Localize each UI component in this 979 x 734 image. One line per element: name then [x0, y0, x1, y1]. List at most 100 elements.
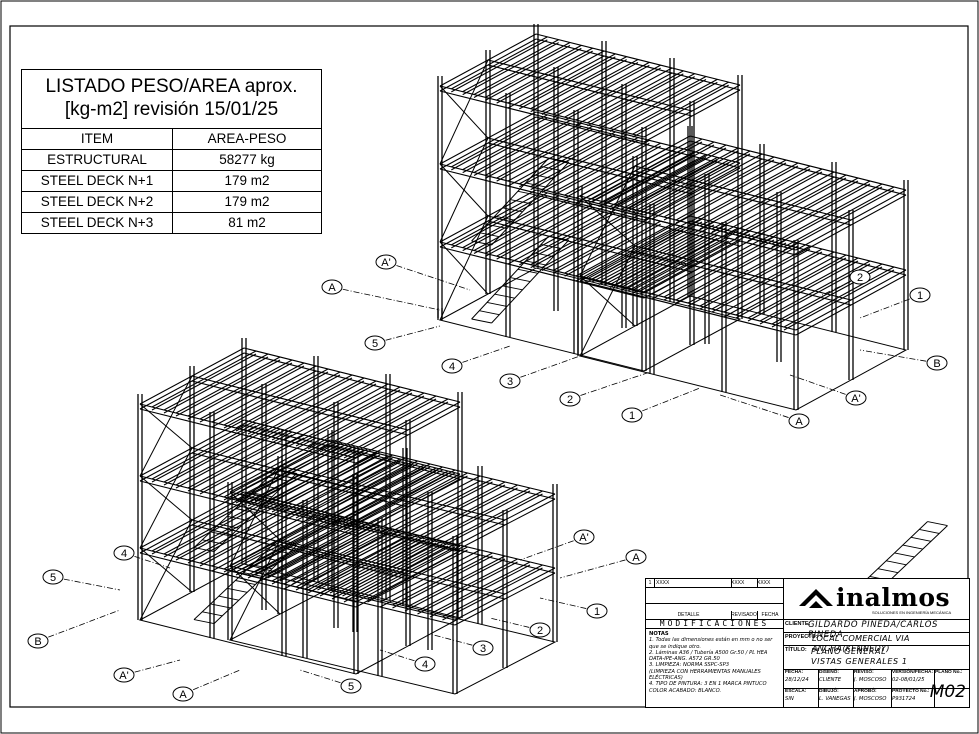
joist — [485, 44, 582, 98]
titulo-label: TÍTULO: — [785, 647, 807, 653]
joist — [519, 53, 616, 107]
joist — [442, 564, 543, 618]
joist — [598, 76, 695, 130]
stair-tread — [886, 560, 907, 566]
girder — [139, 496, 245, 554]
joist — [279, 451, 381, 505]
joist — [609, 157, 707, 210]
axis-marker-label: 1 — [917, 290, 923, 302]
girder — [211, 370, 317, 428]
girder — [355, 406, 461, 464]
joist — [771, 186, 883, 248]
table-row: STEEL DECK N+3 81 m2 — [22, 213, 321, 233]
girder — [795, 194, 907, 256]
stair-tread — [471, 240, 492, 246]
title-block: 1 XXXX XXXX XXXX DETALLE REVISADO FECHA … — [645, 578, 970, 708]
stair-stringer — [491, 239, 570, 324]
axis-marker-label: 3 — [507, 376, 513, 388]
stair-tread — [260, 484, 281, 490]
joist — [519, 56, 616, 110]
joist — [663, 156, 775, 218]
joist — [271, 380, 377, 438]
joist — [417, 487, 518, 541]
girder — [439, 116, 537, 170]
axis-marker-label: 2 — [567, 394, 573, 406]
joist — [451, 195, 548, 249]
axis-line — [509, 355, 581, 382]
joist — [639, 233, 751, 295]
joist — [242, 445, 343, 499]
fecha-value: 28/12/24 — [785, 677, 809, 683]
girder — [507, 128, 605, 182]
joist — [163, 356, 269, 414]
joist — [621, 81, 718, 135]
joist — [564, 223, 661, 277]
row-item: STEEL DECK N+2 — [22, 192, 173, 212]
notes-label: NOTAS — [649, 631, 669, 637]
joist — [151, 350, 257, 408]
joist — [632, 237, 729, 291]
note-line: que se indique otro. — [649, 643, 702, 650]
girder — [579, 220, 691, 282]
joist — [747, 257, 859, 319]
girder — [579, 280, 797, 336]
table-row: STEEL DECK N+2 179 m2 — [22, 192, 321, 213]
joist — [307, 389, 413, 447]
girder — [211, 442, 317, 500]
row-value: 179 m2 — [224, 194, 270, 209]
joist — [279, 454, 381, 508]
joist — [675, 162, 787, 224]
axis-marker — [499, 373, 521, 389]
joist — [615, 224, 727, 286]
stair-tread — [494, 215, 515, 221]
girder — [575, 72, 673, 126]
girder — [634, 250, 852, 306]
stair-tread — [517, 268, 539, 274]
row-value: 81 m2 — [228, 215, 266, 230]
joist — [292, 531, 393, 585]
reviso-label: REVISÓ: — [854, 670, 874, 675]
stair-tread — [502, 285, 523, 291]
axis-line — [451, 345, 511, 367]
joist — [247, 518, 353, 576]
proyecto-value: LOCAL COMERCIAL VIA ANCHA(KENNEDY) — [812, 633, 910, 653]
joist — [553, 139, 650, 193]
joist — [317, 463, 418, 517]
joist — [235, 374, 341, 432]
joist — [496, 128, 593, 182]
joist — [564, 145, 661, 199]
aprobo-value: J. MOSCOSO — [854, 696, 887, 702]
girder — [487, 64, 693, 117]
stair-tread — [218, 523, 239, 529]
joist — [496, 203, 593, 257]
inner-border — [9, 25, 969, 708]
stair-tread — [227, 515, 248, 521]
girder — [229, 496, 456, 552]
axis-marker — [42, 569, 64, 585]
stair-tread — [494, 293, 515, 299]
stair-stringer — [491, 161, 570, 246]
joist — [331, 395, 437, 453]
brace — [579, 275, 636, 327]
axis-marker — [788, 413, 810, 429]
aprobo-label: APROBÓ: — [854, 689, 877, 694]
joist — [187, 359, 293, 417]
joist — [451, 114, 548, 168]
joist — [735, 174, 847, 236]
joist — [591, 138, 703, 200]
girder — [139, 424, 245, 482]
plano-label: PLANO No.: — [935, 670, 963, 675]
note-line: 1. Todas las dimensiones están en mm o n… — [649, 637, 773, 644]
stair-tread — [533, 252, 554, 258]
joist — [329, 463, 431, 517]
escala-label: ESCALA: — [785, 689, 807, 694]
joist — [603, 141, 715, 203]
joist — [254, 522, 356, 576]
joist — [564, 64, 661, 118]
stair-tread — [533, 174, 554, 180]
joist — [591, 221, 703, 283]
girder — [643, 89, 741, 143]
weight-area-table: LISTADO PESO/AREA aprox. [kg-m2] revisió… — [21, 69, 322, 234]
joist — [342, 466, 443, 520]
